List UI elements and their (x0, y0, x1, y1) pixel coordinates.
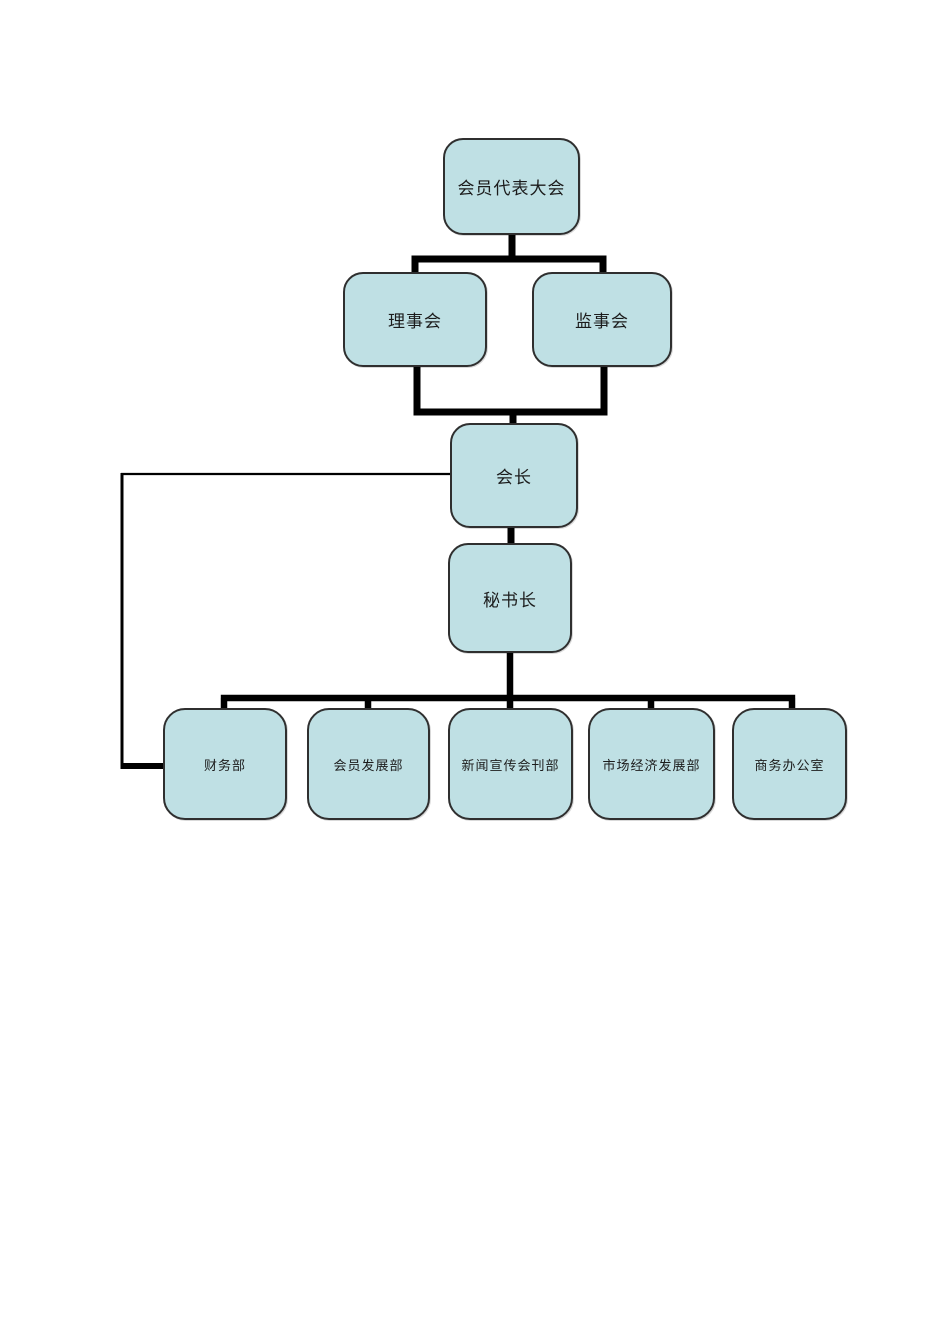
org-node-market-economy-dept-label: 市场经济发展部 (602, 757, 701, 773)
org-node-business-office: 商务办公室 (732, 708, 847, 820)
org-node-market-economy-dept: 市场经济发展部 (588, 708, 715, 820)
org-node-council-label: 理事会 (388, 312, 442, 331)
org-node-finance-dept: 财务部 (163, 708, 287, 820)
org-node-member-dev-dept: 会员发展部 (307, 708, 430, 820)
org-node-business-office-label: 商务办公室 (754, 757, 825, 773)
org-node-president-label: 会长 (496, 468, 532, 487)
org-node-member-assembly: 会员代表大会 (443, 138, 580, 235)
org-node-supervisory-board-label: 监事会 (575, 312, 629, 331)
org-node-finance-dept-label: 财务部 (203, 757, 246, 773)
org-node-secretary-general: 秘书长 (448, 543, 572, 653)
org-node-member-dev-dept-label: 会员发展部 (333, 757, 404, 773)
org-node-supervisory-board: 监事会 (532, 272, 672, 367)
org-node-member-assembly-label: 会员代表大会 (457, 179, 566, 198)
org-node-secretary-general-label: 秘书长 (483, 590, 537, 610)
edge-assembly-children (411, 235, 607, 274)
edge-boards-president (413, 365, 608, 425)
org-node-president: 会长 (450, 423, 578, 528)
org-node-news-publicity-dept-label: 新闻宣传会刊部 (461, 757, 560, 773)
org-node-council: 理事会 (343, 272, 487, 367)
edge-secretary-departments (220, 651, 796, 710)
org-node-news-publicity-dept: 新闻宣传会刊部 (448, 708, 573, 820)
